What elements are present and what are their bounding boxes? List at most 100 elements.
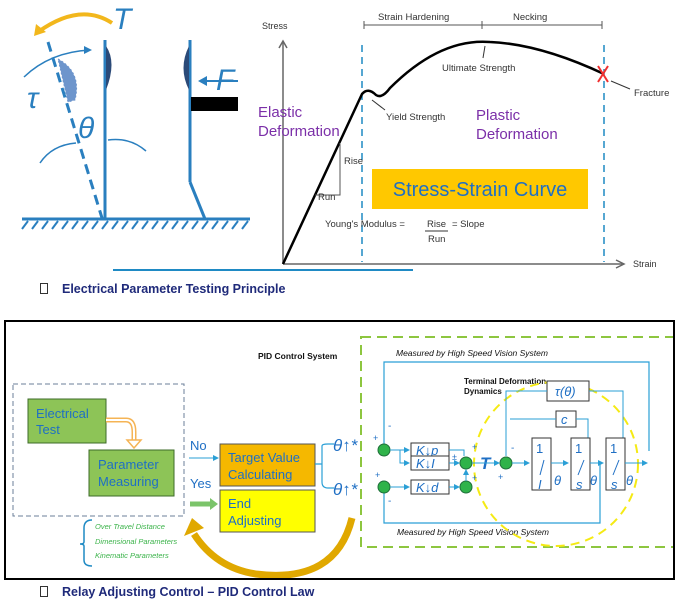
title-box — [372, 169, 588, 209]
end-adjusting-box — [219, 489, 316, 533]
contact-deflected — [57, 58, 78, 103]
target-value-line1: Target Value — [228, 450, 300, 465]
terminal-deflected — [46, 41, 104, 219]
bullet-icon — [40, 586, 48, 597]
youngs-denominator: Run — [428, 234, 445, 245]
strain-hardening-label: Strain Hardening — [378, 12, 449, 23]
parameter-measuring-line2: Measuring — [98, 474, 159, 489]
sign-minus-3: - — [511, 443, 514, 454]
c-block-label: c — [561, 412, 568, 427]
param-item-3: Kinematic Parameters — [95, 551, 169, 560]
test-measure-group — [12, 383, 185, 517]
pid-control-diagram: PID Control System Electrical Test Param… — [12, 336, 681, 579]
feedback-bottom — [383, 464, 601, 524]
theta-label: θ — [78, 112, 95, 145]
stress-strain-curve — [281, 40, 605, 265]
sign-minus-2: - — [388, 496, 391, 507]
actuator-bar — [191, 97, 238, 111]
int2-out: θ — [590, 473, 597, 488]
ki-label: K↓I — [416, 456, 435, 471]
no-label: No — [190, 438, 207, 453]
x-axis-label: Strain — [633, 259, 657, 269]
electrical-test-line1: Electrical — [36, 406, 89, 421]
elastic-label-line1: Elastic — [258, 104, 303, 121]
necking-label: Necking — [513, 12, 547, 23]
target-value-box — [219, 443, 316, 487]
youngs-prefix: Young's Modulus = — [325, 219, 405, 230]
yield-strength-label: Yield Strength — [386, 112, 445, 123]
integrator-3 — [605, 437, 626, 491]
tau-label: τ — [27, 82, 40, 115]
feedback-return-arrow — [191, 517, 356, 579]
fracture-x-icon — [597, 65, 609, 83]
electrical-test-line2: Test — [36, 422, 60, 437]
sign-plus-2: + — [375, 470, 380, 480]
int3-num: 1 — [610, 441, 617, 456]
int2-slash — [577, 459, 585, 476]
terminal-deformation-sketch: T τ θ F — [21, 3, 250, 230]
terminal-dynamics-line1: Terminal Deformation — [464, 377, 546, 386]
pid-system-boundary — [360, 336, 681, 548]
youngs-suffix: = Slope — [452, 219, 485, 230]
rise-run-triangle — [315, 143, 341, 196]
int1-num: 1 — [536, 441, 543, 456]
ultimate-pointer — [482, 45, 486, 59]
caption-bottom: Relay Adjusting Control – PID Control La… — [40, 585, 314, 599]
elastic-label-line2: Deformation — [258, 123, 340, 140]
sum-junction-pi — [459, 456, 473, 470]
int2-num: 1 — [575, 441, 582, 456]
setpoint-top: θ↑* — [333, 436, 359, 455]
sum-junction-t — [499, 456, 513, 470]
ultimate-strength-label: Ultimate Strength — [442, 63, 515, 74]
sign-minus-1: - — [388, 421, 391, 432]
contact-pressed — [183, 46, 189, 90]
fracture-pointer — [610, 80, 631, 90]
integrator-2 — [570, 437, 591, 491]
caption-bottom-text: Relay Adjusting Control – PID Control La… — [62, 585, 315, 599]
parameter-measuring-line1: Parameter — [98, 457, 159, 472]
y-axis-arrow-icon — [278, 39, 288, 49]
torque-arrowhead-icon — [34, 24, 46, 36]
run-label: Run — [318, 192, 335, 203]
force-arrowhead-icon — [198, 76, 207, 86]
kp-label: K↓p — [416, 443, 438, 458]
plastic-label-line2: Deformation — [476, 126, 558, 143]
rise-label: Rise — [344, 156, 363, 167]
torque-arrow — [36, 12, 114, 34]
int1-slash — [539, 459, 545, 476]
sign-plus-1: + — [373, 433, 378, 443]
title-box-text: Stress-Strain Curve — [393, 179, 568, 201]
int3-out: θ — [626, 473, 633, 488]
dynamics-boundary — [473, 381, 639, 547]
stress-strain-diagram: Stress Strain Strain Hardening Necking R… — [258, 12, 669, 269]
yield-pointer — [371, 99, 386, 111]
setpoint-split — [315, 443, 334, 489]
theta-arc-left — [39, 142, 77, 164]
contact-upright — [106, 46, 112, 90]
int3-den: s — [611, 477, 618, 492]
flow-arrow-inner — [106, 419, 135, 440]
sign-plus-3: + — [472, 442, 477, 452]
feedback-top — [383, 361, 650, 451]
caption-top-text: Electrical Parameter Testing Principle — [62, 282, 286, 296]
tau-arrowhead-icon — [84, 46, 92, 54]
param-bracket — [79, 519, 93, 567]
param-item-2: Dimensional Parameters — [95, 537, 177, 546]
integrator-1 — [531, 437, 552, 491]
ground-hatch — [21, 220, 249, 230]
youngs-numerator: Rise — [427, 219, 446, 230]
pid-control-panel: PID Control System Electrical Test Param… — [4, 320, 681, 580]
target-value-line2: Calculating — [228, 467, 292, 482]
pid-title: PID Control System — [258, 351, 338, 361]
bullet-icon — [40, 283, 48, 294]
x-axis-arrow-icon — [615, 259, 626, 269]
flow-arrowhead-icon — [125, 439, 143, 450]
sign-plusminus: ± — [452, 452, 457, 462]
sum-junction-p — [377, 443, 391, 457]
param-item-1: Over Travel Distance — [95, 522, 165, 531]
sign-plus-4: + — [472, 473, 477, 483]
theta-arc-right — [107, 138, 147, 152]
kd-label: K↓d — [416, 480, 439, 495]
int1-den: I — [538, 477, 542, 492]
measured-bottom-label: Measured by High Speed Vision System — [397, 527, 549, 537]
